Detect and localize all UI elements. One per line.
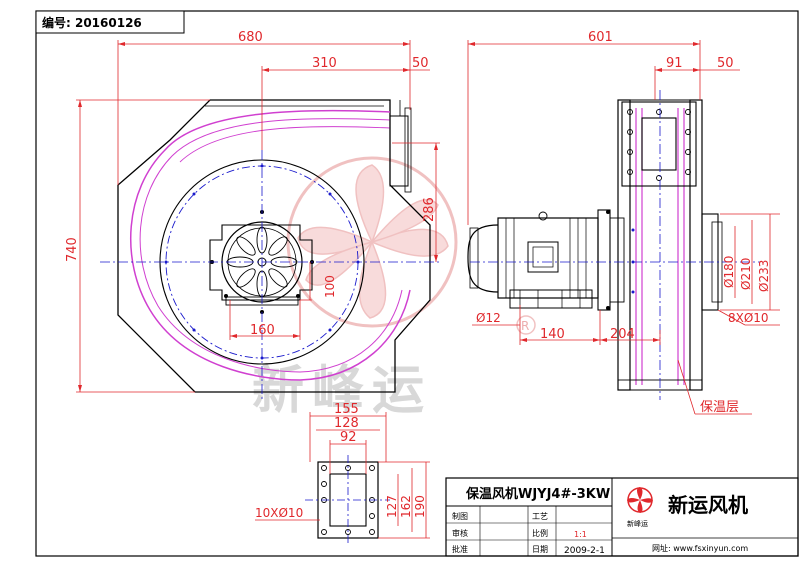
date-label: 日期	[532, 545, 548, 554]
insulation-label: 保温层	[700, 400, 739, 415]
dim-phi180: Ø180	[722, 256, 736, 288]
dim-127: 127	[385, 495, 399, 518]
dim-holes10: 10XØ10	[255, 506, 303, 520]
dim-740: 740	[65, 237, 80, 262]
insulation-scroll	[129, 109, 411, 381]
dim-phi12: Ø12	[476, 311, 501, 325]
product-name: 保温风机WJYJ4#-3KW	[465, 486, 610, 502]
dim-50-front: 50	[412, 56, 429, 71]
title-block	[445, 477, 799, 557]
scale-value: 1:1	[574, 530, 587, 539]
dim-phi210: Ø210	[739, 258, 753, 290]
dim-155: 155	[334, 402, 359, 417]
website: 网址: www.fsxinyun.com	[652, 543, 748, 553]
row-drawn: 制图	[452, 511, 468, 521]
dim-91: 91	[666, 56, 683, 71]
logo-small-text: 新峰运	[627, 519, 648, 528]
front-view	[100, 99, 440, 400]
craft-label: 工艺	[532, 512, 548, 521]
dim-50-side: 50	[717, 56, 734, 71]
row-approved: 批准	[452, 544, 468, 554]
dim-92: 92	[340, 430, 357, 445]
company-logo-icon	[627, 487, 653, 513]
flange-detail	[305, 455, 390, 545]
row-checked: 审核	[452, 528, 468, 538]
drawing-number-box	[35, 10, 185, 34]
scale-label: 比例	[532, 528, 548, 538]
dim-128: 128	[334, 416, 359, 431]
dim-680: 680	[238, 30, 263, 45]
flange-dimensions	[255, 412, 430, 539]
dim-holes8: 8XØ10	[728, 311, 769, 325]
watermark-logo	[286, 156, 536, 335]
dim-162: 162	[399, 495, 413, 518]
front-dimensions	[76, 40, 440, 393]
dim-phi233: Ø233	[757, 260, 771, 292]
dim-190: 190	[413, 495, 427, 518]
dim-100: 100	[323, 275, 337, 298]
outlet-duct	[389, 115, 409, 187]
drawing-border	[35, 10, 799, 557]
dim-601: 601	[588, 30, 613, 45]
dim-160: 160	[250, 323, 275, 338]
drawing-number: 编号: 20160126	[41, 15, 142, 30]
dim-286: 286	[422, 197, 437, 222]
date-value: 2009-2-1	[564, 546, 605, 556]
dim-140: 140	[540, 327, 565, 342]
outlet-flange-side	[621, 101, 697, 187]
side-dimensions	[467, 40, 780, 415]
company-name: 新运风机	[668, 493, 748, 517]
watermark-registered: R	[521, 319, 529, 333]
dim-204: 204	[610, 327, 635, 342]
dim-310: 310	[312, 56, 337, 71]
side-view	[467, 90, 760, 400]
motor-body	[497, 217, 599, 299]
